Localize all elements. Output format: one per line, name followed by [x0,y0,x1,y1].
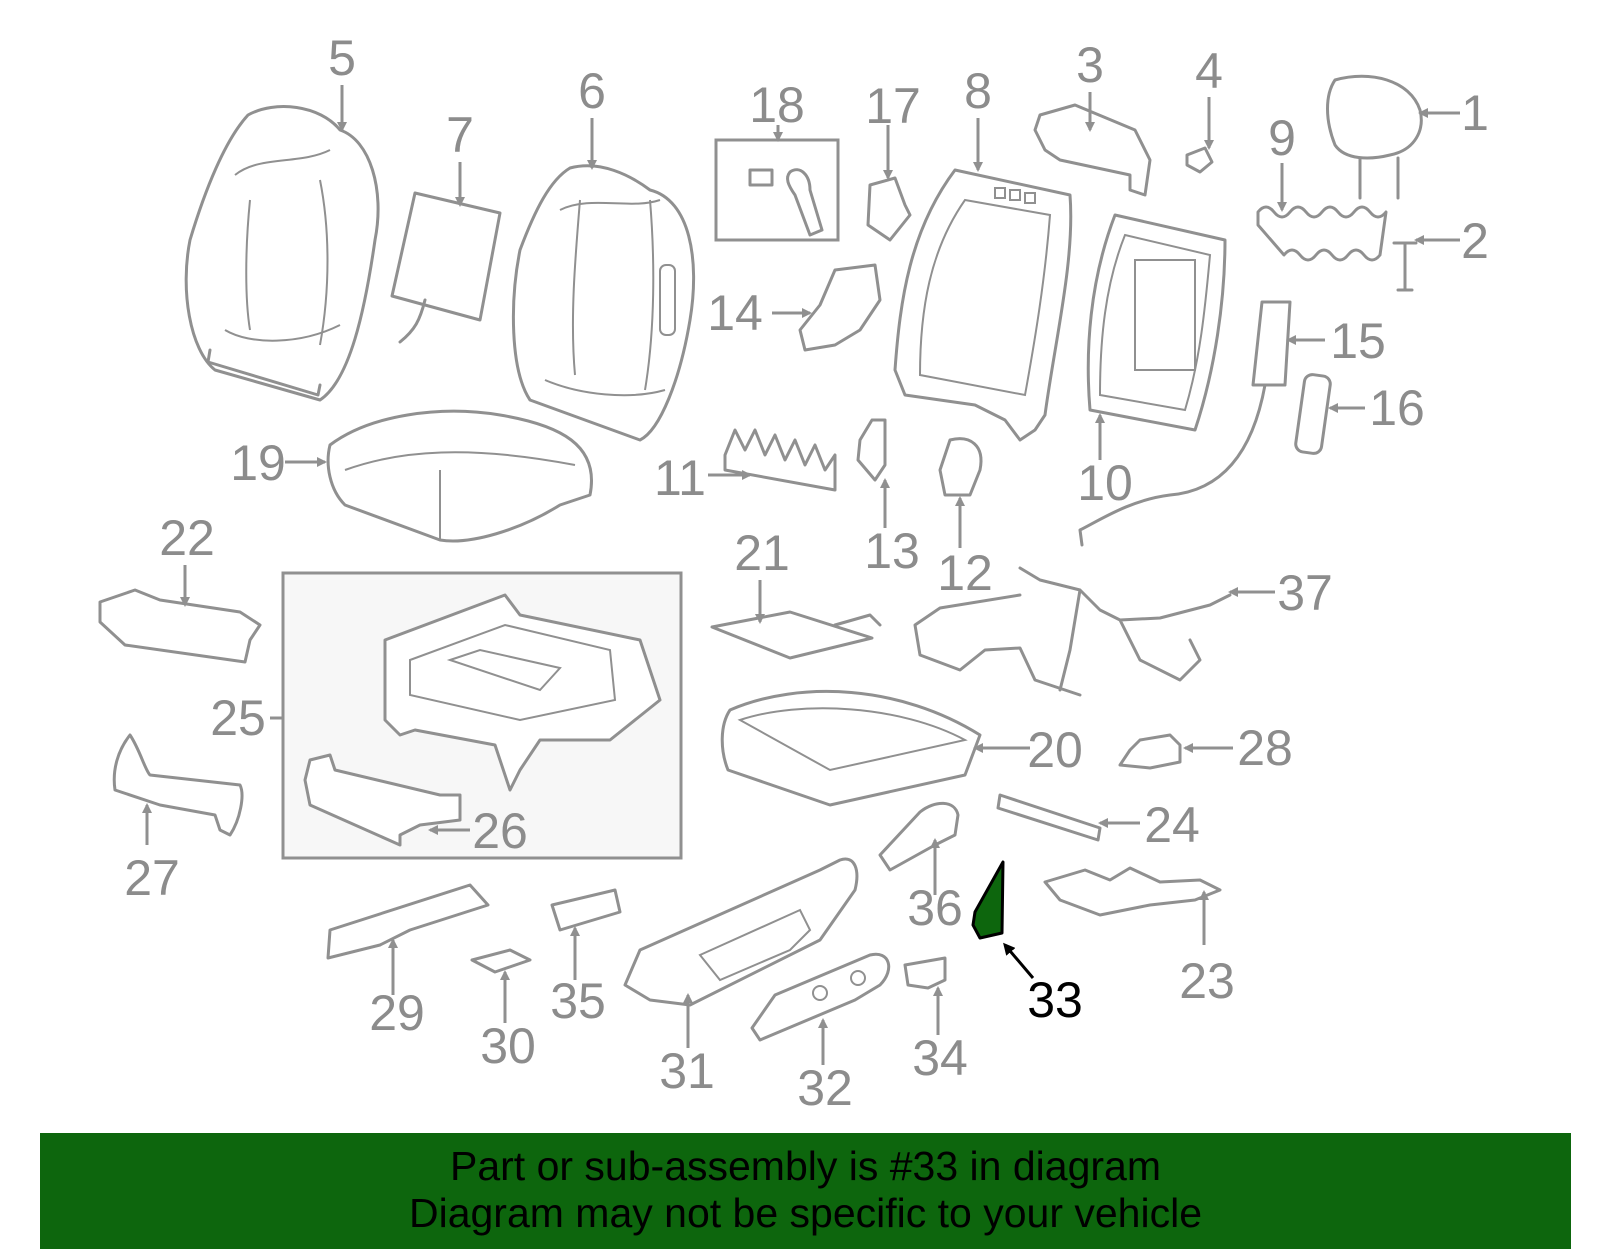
label-36: 36 [907,880,963,936]
label-9: 9 [1268,110,1296,166]
label-37: 37 [1277,565,1333,621]
label-22: 22 [159,510,215,566]
label-3: 3 [1076,37,1104,93]
part-13-cover [856,418,887,482]
label-7: 7 [446,107,474,163]
label-4: 4 [1195,43,1223,99]
sensor-kit-box [714,138,840,242]
part-17-clip [866,176,912,242]
label-18: 18 [749,77,805,133]
part-14-bracket [798,263,882,352]
part-16-trim [1294,373,1332,455]
label-2: 2 [1461,213,1489,269]
callout-labels: 1 2 3 4 5 6 7 8 9 10 11 12 13 14 15 16 1… [124,30,1489,1110]
part-12-cover [938,437,983,497]
part-34-cap [903,956,947,990]
part-4-plug [1185,146,1214,174]
label-12: 12 [937,545,993,601]
part-9-spring [1256,205,1388,262]
part-24-rod [996,793,1102,842]
label-35: 35 [550,973,606,1029]
part-20-cushion [720,689,982,807]
label-5: 5 [328,30,356,86]
part-37-harness [913,566,1232,697]
part-19-cushion-cover [326,409,593,543]
label-15: 15 [1330,313,1386,369]
part-25-seat-adjuster [383,593,662,792]
part-22-trim [98,588,262,664]
label-28: 28 [1237,720,1293,776]
label-23: 23 [1179,953,1235,1009]
part-33-highlighted [971,860,1005,940]
part-29-trim [326,883,490,960]
info-banner: Part or sub-assembly is #33 in diagram D… [40,1133,1571,1249]
label-32: 32 [797,1060,853,1110]
label-34: 34 [912,1030,968,1086]
label-29: 29 [369,985,425,1041]
part-1-headrest [1326,74,1423,200]
part-10-back-panel [1086,213,1227,432]
label-13: 13 [864,523,920,579]
label-14: 14 [707,285,763,341]
part-18-sensor-kit [748,168,824,237]
leader-lines [142,85,1460,1065]
label-11: 11 [654,450,706,506]
label-25: 25 [210,690,266,746]
part-15-control-module [1078,300,1292,547]
part-2-pin [1392,241,1418,292]
label-20: 20 [1027,722,1083,778]
part-23-wire-frame [1043,866,1222,917]
label-31: 31 [659,1043,715,1099]
label-16: 16 [1369,380,1425,436]
banner-line-2: Diagram may not be specific to your vehi… [408,1190,1202,1236]
part-5-seatback-cover [184,105,380,402]
label-33-highlighted: 33 [1027,972,1083,1028]
part-30-pad [470,948,532,974]
part-11-spring-strip [723,428,837,492]
part-36-cover [878,801,960,872]
part-8-seatback-frame [893,168,1073,442]
label-19: 19 [230,435,286,491]
label-24: 24 [1144,797,1200,853]
part-28-clip [1118,733,1182,770]
label-30: 30 [480,1018,536,1074]
label-17: 17 [865,78,921,134]
part-3-panel [1033,103,1152,197]
part-21-mat [710,610,882,660]
part-27-trim [112,733,244,837]
part-31-side-shield [623,857,859,1007]
parts-diagram: 1 2 3 4 5 6 7 8 9 10 11 12 13 14 15 16 1… [98,30,1489,1110]
label-26: 26 [472,803,528,859]
label-8: 8 [964,63,992,119]
part-7-heater-pad [390,191,502,344]
label-21: 21 [734,525,790,581]
label-6: 6 [578,63,606,119]
label-10: 10 [1077,455,1133,511]
part-32-switch-bezel [750,952,891,1042]
label-27: 27 [124,850,180,906]
banner-line-1: Part or sub-assembly is #33 in diagram [450,1143,1161,1189]
part-35-cap [550,888,622,932]
part-6-seatback-cover [511,164,696,442]
part-26-rail [303,753,462,847]
label-1: 1 [1461,85,1489,141]
